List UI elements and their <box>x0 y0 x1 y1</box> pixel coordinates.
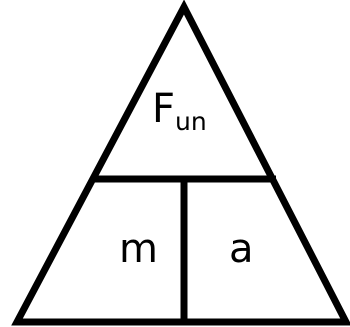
force-subscript: un <box>175 107 207 136</box>
acceleration-label: a <box>229 226 254 272</box>
force-label: Fun <box>152 86 207 136</box>
force-symbol: F <box>152 86 175 132</box>
mass-label: m <box>119 226 158 272</box>
